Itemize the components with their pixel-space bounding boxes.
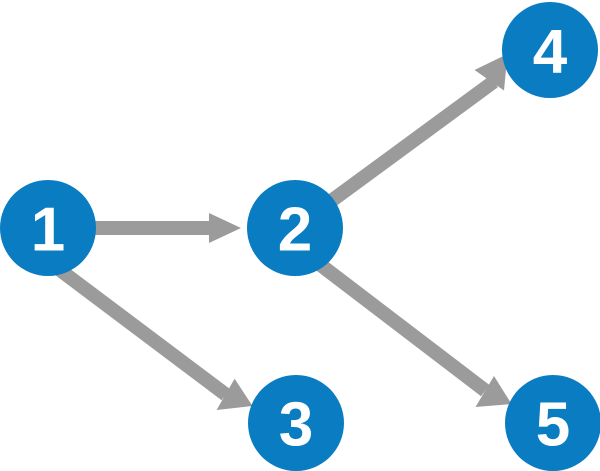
node-4[interactable]: 4	[502, 2, 598, 98]
node-1-circle	[0, 180, 96, 276]
node-5-circle	[505, 375, 600, 471]
node-3[interactable]: 3	[248, 375, 344, 471]
edge-1-to-3-arrowhead	[216, 378, 253, 410]
edge-2-to-5-arrowhead	[475, 376, 512, 407]
edge-1-to-2[interactable]	[92, 213, 241, 243]
node-5[interactable]: 5	[505, 375, 600, 471]
node-1-label: 1	[31, 196, 65, 265]
node-2-circle	[247, 180, 343, 276]
node-2-label: 2	[278, 196, 312, 265]
edge-2-to-4-arrowhead	[474, 54, 508, 91]
node-3-label: 3	[279, 391, 313, 460]
node-3-circle	[248, 375, 344, 471]
node-4-label: 4	[533, 18, 568, 87]
node-1[interactable]: 1	[0, 180, 96, 276]
edge-2-to-4[interactable]	[325, 54, 508, 208]
edge-1-to-3[interactable]	[52, 261, 253, 410]
edge-2-to-4-shaft	[325, 76, 498, 208]
edge-1-to-3-shaft	[52, 261, 231, 401]
edge-1-to-2-arrowhead	[209, 213, 241, 243]
node-2[interactable]: 2	[247, 180, 343, 276]
node-4-circle	[502, 2, 598, 98]
edge-1-to-2-shaft	[92, 221, 209, 235]
edge-2-to-5[interactable]	[316, 259, 512, 408]
node-5-label: 5	[536, 391, 570, 460]
edge-2-to-5-shaft	[316, 259, 490, 397]
